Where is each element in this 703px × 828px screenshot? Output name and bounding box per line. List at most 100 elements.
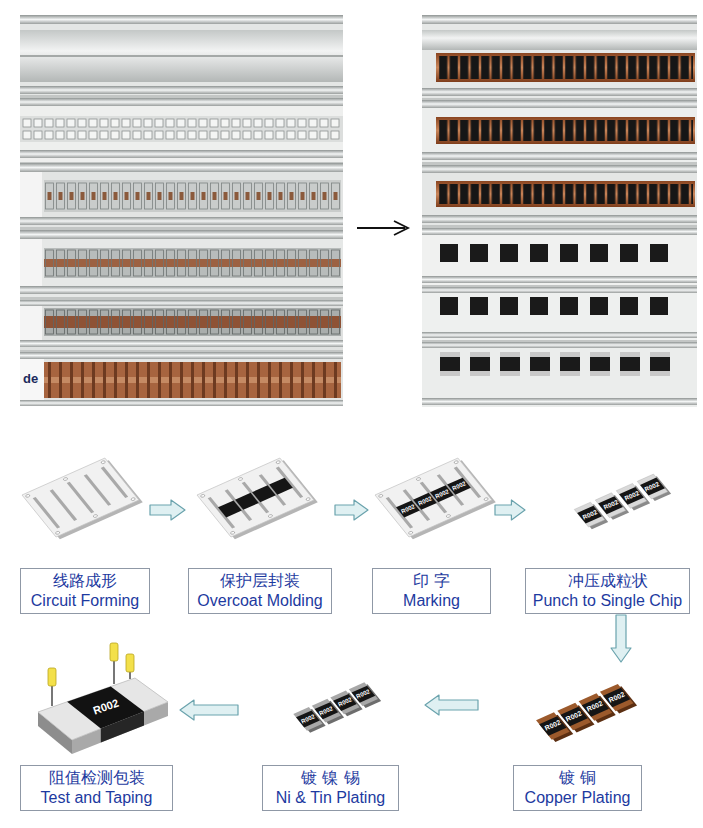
- strip-pattern: [44, 308, 341, 336]
- card: [20, 15, 343, 95]
- card: [422, 228, 697, 285]
- rail: [20, 352, 343, 359]
- rail: [422, 165, 697, 173]
- lead-frame: [22, 458, 139, 537]
- card: [422, 165, 697, 225]
- chip-row: [438, 120, 693, 141]
- marking-figure: [375, 457, 496, 540]
- rail: [20, 340, 343, 347]
- rail: [20, 163, 343, 172]
- copper-chip-figure: [536, 683, 637, 742]
- step-name-zh: 镀 铜: [559, 768, 596, 788]
- overcoat: [296, 710, 320, 727]
- overcoat: [582, 697, 609, 717]
- step-name-zh: 阻值检测包装: [49, 768, 145, 788]
- rail: [422, 287, 697, 293]
- strip-pattern: [22, 116, 341, 142]
- chip-row: [440, 297, 680, 315]
- strip: [422, 30, 697, 50]
- chip-body: [600, 684, 634, 711]
- step-name-en: Copper Plating: [525, 788, 631, 808]
- chip-row: [440, 357, 680, 371]
- overcoat: [560, 707, 587, 727]
- strip-pattern: [44, 180, 341, 212]
- chip-row: [440, 352, 680, 376]
- rail: [422, 152, 697, 160]
- chip-body: [637, 474, 668, 499]
- process-step: 印 字Marking: [368, 440, 495, 615]
- card-edge: [20, 359, 44, 400]
- rail: [422, 88, 697, 96]
- flow-arrow: [611, 615, 631, 662]
- overcoat: [598, 496, 623, 514]
- strip: [20, 30, 343, 82]
- card: [422, 15, 697, 98]
- rail: [422, 100, 697, 108]
- process-step: 线路成形Circuit Forming: [15, 440, 150, 615]
- flow-arrow: [150, 500, 185, 520]
- plated-chip-figure: [293, 682, 381, 733]
- photo-ground: [422, 15, 697, 407]
- card: [422, 342, 697, 407]
- card: [20, 163, 343, 227]
- chip-figure: [574, 474, 671, 530]
- lead-frame-figure: [22, 457, 143, 540]
- photo-ground: [20, 15, 343, 406]
- rail: [20, 150, 343, 158]
- process-step: 阻值检测包装Test and Taping: [15, 640, 180, 812]
- step-name-en: Ni & Tin Plating: [276, 788, 385, 808]
- test-figure: [38, 643, 168, 754]
- process-step: 镀 镍 锡Ni & Tin Plating: [238, 640, 425, 812]
- rail: [422, 276, 697, 283]
- flow-arrow: [180, 700, 238, 720]
- card: [422, 100, 697, 162]
- overcoat: [619, 487, 644, 505]
- chip-row: [438, 56, 693, 79]
- rail: [422, 15, 697, 24]
- step-name-zh: 印 字: [413, 571, 450, 591]
- label-box: 保护层封装Overcoat Molding: [188, 568, 332, 614]
- overcoat: [333, 694, 357, 711]
- strip-pattern: [44, 362, 341, 398]
- probe-tip: [126, 654, 134, 672]
- card-edge: [20, 239, 42, 286]
- photo-after: [422, 15, 697, 407]
- flow-arrow: [425, 695, 478, 715]
- label-box: 冲压成粒状Punch to Single Chip: [525, 568, 690, 614]
- step-name-zh: 线路成形: [53, 571, 117, 591]
- label-box: 镀 镍 锡Ni & Tin Plating: [262, 765, 399, 811]
- flow-arrow: [495, 500, 525, 520]
- strip-line: [20, 55, 343, 57]
- card: [20, 352, 343, 406]
- rail: [20, 86, 343, 94]
- step-name-en: Overcoat Molding: [197, 591, 322, 611]
- probe-pin: [51, 684, 53, 706]
- probe-pin: [113, 659, 115, 684]
- step-name-en: Test and Taping: [41, 788, 153, 808]
- chip-row: [438, 184, 693, 204]
- step-name-en: Marking: [403, 591, 460, 611]
- label-box: 镀 铜Copper Plating: [513, 765, 642, 811]
- overcoat: [539, 716, 566, 736]
- rail: [20, 300, 343, 306]
- label-box: 阻值检测包装Test and Taping: [20, 765, 173, 811]
- photo-before: [20, 15, 343, 406]
- copper-strip: [436, 181, 695, 207]
- process-step: 冲压成粒状Punch to Single Chip: [525, 440, 692, 615]
- copper-strip: [436, 117, 695, 144]
- lead-frame: [197, 458, 314, 537]
- probe-tip: [48, 668, 56, 686]
- strip-pattern: [44, 248, 341, 278]
- photo-label: de: [23, 372, 38, 385]
- rail: [422, 215, 697, 223]
- rail: [20, 230, 343, 239]
- strip: [20, 116, 343, 142]
- overcoat: [603, 688, 630, 708]
- card: [20, 230, 343, 297]
- rail: [422, 398, 697, 405]
- card: [20, 98, 343, 162]
- process-step: 镀 铜Copper Plating: [478, 662, 645, 812]
- card-edge: [20, 172, 42, 217]
- photo-arrow-head: [394, 221, 408, 235]
